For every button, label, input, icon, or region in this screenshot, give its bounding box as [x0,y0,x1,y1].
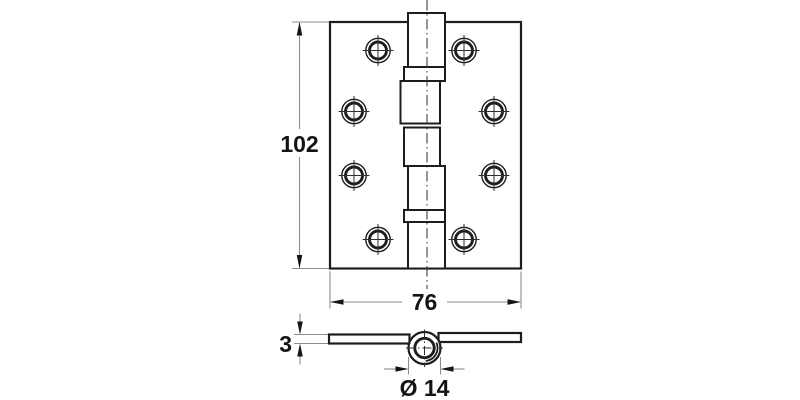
dimension-diameter-label: Ø 14 [400,375,450,400]
front-view [328,0,523,289]
dimension-width-label: 76 [412,289,438,315]
arrowhead-left-icon [440,366,454,372]
arrowhead-down-icon [297,321,303,335]
arrowhead-right-icon [507,299,521,305]
arrowhead-up-icon [296,22,303,36]
leaf-profile-left [327,333,411,345]
dimension-height: 102 [280,21,329,270]
arrowhead-down-icon [296,255,303,269]
dimension-thickness-label: 3 [279,331,292,357]
dimension-knuckle-diameter: Ø 14 [384,357,465,400]
knuckle-segment-2 [399,80,441,125]
leaf-wrap-seam [425,342,439,362]
dimension-width: 76 [329,271,522,315]
side-view [327,329,523,367]
arrowhead-left-icon [330,299,344,305]
arrowhead-up-icon [297,343,303,357]
arrowhead-right-icon [395,366,409,372]
dimension-height-label: 102 [280,131,318,157]
dimension-thickness: 3 [279,313,328,365]
leaf-profile-right [437,331,523,344]
